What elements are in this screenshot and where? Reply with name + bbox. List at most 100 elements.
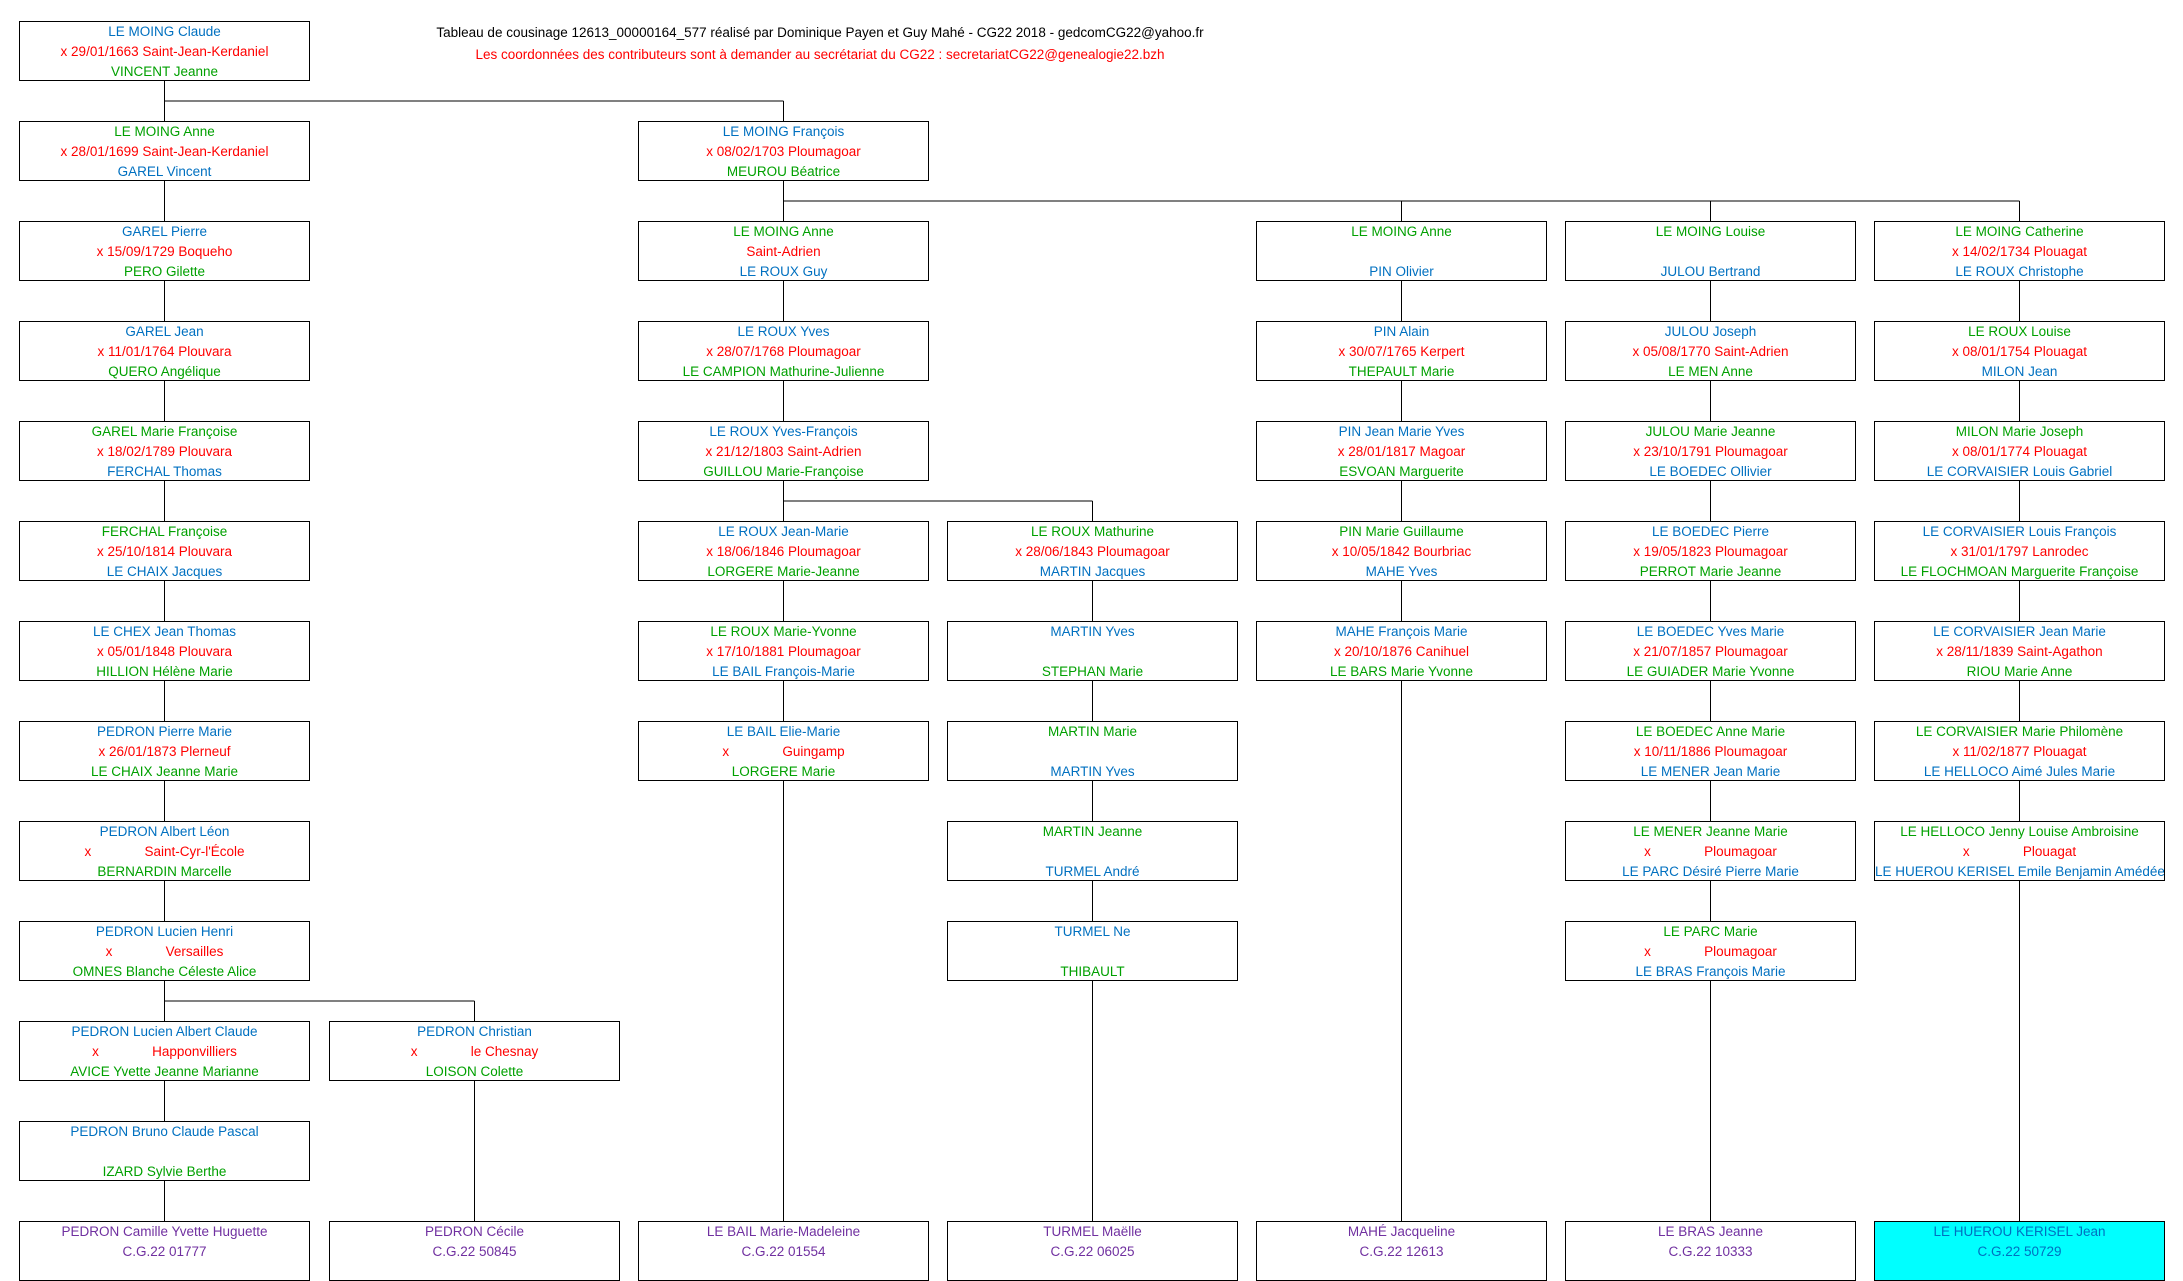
spouse-name: LE PARC Désiré Pierre Marie (1622, 864, 1799, 879)
marriage-place: Guingamp (782, 744, 845, 759)
spouse-name: LE BAIL François-Marie (712, 664, 855, 679)
marriage-info: x 21/12/1803 Saint-Adrien (705, 444, 862, 459)
marriage-info (948, 642, 1237, 662)
person-name: LE ROUX Marie-Yvonne (710, 624, 857, 639)
cousin-code: C.G.22 01777 (122, 1244, 207, 1259)
spouse-name: PERROT Marie Jeanne (1639, 564, 1782, 579)
person-box: LE ROUX Jean-Marie x 18/06/1846 Ploumagoa… (638, 521, 929, 581)
person-name: PEDRON Lucien Albert Claude (71, 1024, 258, 1039)
spouse-name: STEPHAN Marie (1041, 664, 1144, 679)
marriage-info (948, 842, 1237, 862)
chart-header: Tableau de cousinage 12613_00000164_577 … (370, 22, 1270, 66)
cousin-code: C.G.22 01554 (741, 1244, 826, 1259)
spouse-name: MAHE Yves (1365, 564, 1438, 579)
person-name: PEDRON Albert Léon (99, 824, 230, 839)
cousin-name: LE HUEROU KERISEL Jean (1933, 1224, 2106, 1239)
spouse-name: JULOU Bertrand (1660, 264, 1761, 279)
spouse-name: LE CHAIX Jacques (106, 564, 223, 579)
spouse-name: BERNARDIN Marcelle (97, 864, 232, 879)
person-name: PIN Jean Marie Yves (1338, 424, 1465, 439)
marriage-info: Saint-Adrien (746, 244, 821, 259)
cousin-name: LE BRAS Jeanne (1657, 1224, 1764, 1239)
marriage-info: x 25/10/1814 Plouvara (96, 544, 233, 559)
spouse-name: LE FLOCHMOAN Marguerite Françoise (1900, 564, 2139, 579)
spouse-name: LE ROUX Guy (739, 264, 828, 279)
person-name: LE ROUX Mathurine (1030, 524, 1155, 539)
marriage-info: x 11/01/1764 Plouvara (97, 344, 232, 359)
spouse-name: LE CHAIX Jeanne Marie (90, 764, 239, 779)
spouse-name: LE BOEDEC Ollivier (1649, 464, 1772, 479)
marriage-place: le Chesnay (470, 1044, 539, 1059)
spouse-name: FERCHAL Thomas (107, 464, 222, 479)
spouse-name: LE CAMPION Mathurine-Julienne (682, 364, 885, 379)
person-name: LE ROUX Jean-Marie (718, 524, 849, 539)
person-name: LE MENER Jeanne Marie (1633, 824, 1788, 839)
spouse-name: RIOU Marie Anne (1966, 664, 2073, 679)
marriage-info: x 28/01/1817 Magoar (1337, 444, 1466, 459)
marriage-info: x 30/07/1765 Kerpert (1338, 344, 1465, 359)
spouse-name: LOISON Colette (425, 1064, 524, 1079)
person-name: LE BAIL Elie-Marie (726, 724, 841, 739)
person-name: MARTIN Jeanne (1042, 824, 1143, 839)
cousin-code: C.G.22 12613 (1359, 1244, 1444, 1259)
marriage-info: x 18/02/1789 Plouvara (96, 444, 233, 459)
spouse-name: MARTIN Yves (1050, 764, 1135, 779)
person-name: TURMEL Ne (1054, 924, 1131, 939)
marriage-info (1257, 242, 1546, 262)
spouse-name: PERO Gilette (123, 264, 206, 279)
person-name: MILON Marie Joseph (1955, 424, 2084, 439)
marriage-symbol: x (1644, 944, 1651, 959)
marriage-info: x 05/08/1770 Saint-Adrien (1632, 344, 1789, 359)
person-name: GAREL Marie Françoise (91, 424, 238, 439)
person-name: LE BOEDEC Yves Marie (1636, 624, 1785, 639)
marriage-symbol: x (105, 944, 113, 959)
spouse-name: LE CORVAISIER Louis Gabriel (1926, 464, 2113, 479)
marriage-info (948, 742, 1237, 762)
marriage-symbol: x (1644, 844, 1651, 859)
marriage-info: x 18/06/1846 Ploumagoar (706, 544, 861, 559)
person-name: LE MOING Anne (114, 124, 215, 139)
person-name: PEDRON Lucien Henri (95, 924, 234, 939)
cousin-code: C.G.22 10333 (1668, 1244, 1753, 1259)
person-name: PIN Marie Guillaume (1339, 524, 1464, 539)
marriage-info: x 14/02/1734 Plouagat (1951, 244, 2088, 259)
spouse-name: IZARD Sylvie Berthe (102, 1164, 227, 1179)
person-name: LE CORVAISIER Marie Philomène (1915, 724, 2124, 739)
spouse-name: LE BRAS François Marie (1635, 964, 1786, 979)
spouse-name: LE HUEROU KERISEL Emile Benjamin Amédée (1875, 864, 2164, 879)
cousin-name: MAHÉ Jacqueline (1347, 1224, 1456, 1239)
spouse-name: GUILLOU Marie-Françoise (703, 464, 864, 479)
cousin-code: C.G.22 06025 (1050, 1244, 1135, 1259)
spouse-name: LE GUIADER Marie Yvonne (1626, 664, 1795, 679)
marriage-symbol: x (410, 1044, 418, 1059)
marriage-info: x 20/10/1876 Canihuel (1333, 644, 1470, 659)
marriage-info: x 28/11/1839 Saint-Agathon (1936, 644, 2103, 659)
header-contact-note: Les coordonnées des contributeurs sont à… (475, 47, 1165, 62)
